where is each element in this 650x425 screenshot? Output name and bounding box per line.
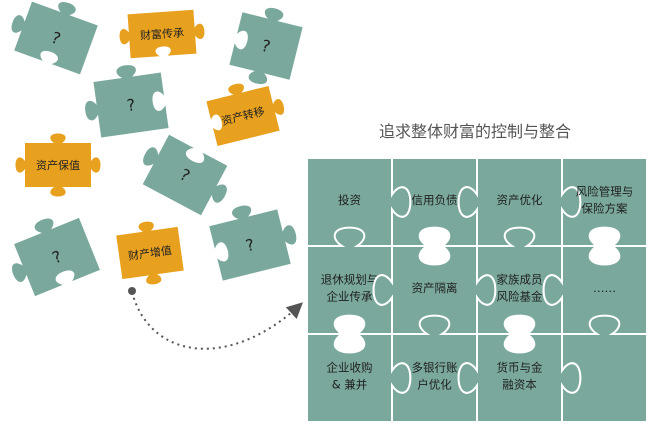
piece-label: 财富传承 xyxy=(140,25,185,42)
puzzle-piece-shape xyxy=(116,221,184,285)
grid-cell-r3-c1: 企业收购& 兼并 xyxy=(306,333,412,423)
scattered-piece-wealth-inheritance: 财富传承 xyxy=(119,9,205,59)
piece-label: 资产保值 xyxy=(36,158,80,172)
grid-cell-label: 企业收购& 兼并 xyxy=(327,361,373,392)
scattered-piece-q1: ? xyxy=(11,1,98,75)
scattered-piece-q4: ? xyxy=(142,134,228,216)
puzzle-piece-shape xyxy=(15,133,101,197)
grid-cell-label: 多银行账户优化 xyxy=(412,361,458,392)
puzzle-piece-shape xyxy=(206,83,285,147)
grid-cell-r2-c1: 退休规划与企业传承 xyxy=(306,226,393,335)
scattered-piece-asset-appreciation: 财产增值 xyxy=(116,221,184,285)
grid-cell-label: 资产隔离 xyxy=(412,281,458,295)
grid-cell-label: 风险管理与保险方案 xyxy=(576,185,634,216)
grid-cell-label: 家族成员风险基金 xyxy=(497,273,543,304)
grid-cell-label: 投资 xyxy=(338,193,361,207)
grid-cell-label: 资产优化 xyxy=(497,193,543,207)
question-mark-label: ? xyxy=(125,95,136,115)
grid-cell-label: 信用负债 xyxy=(412,193,458,207)
puzzle-piece-shape xyxy=(142,134,228,216)
grid-cell-r3-c4 xyxy=(561,314,648,423)
scattered-piece-q3: ? xyxy=(85,65,169,138)
scattered-piece-asset-transfer: 资产转移 xyxy=(206,83,285,147)
grid-cell-r2-c3: 家族成员风险基金 xyxy=(476,226,563,335)
puzzle-piece-shape xyxy=(119,9,205,59)
piece-label: 财产增值 xyxy=(127,243,173,263)
scattered-piece-asset-preservation: 资产保值 xyxy=(15,133,101,197)
diagram-title: 追求整体财富的控制与整合 xyxy=(379,122,571,141)
puzzle-piece-shape xyxy=(209,205,297,281)
puzzle-piece-shape xyxy=(11,217,100,297)
grid-cell-label: 退休规划与企业传承 xyxy=(321,273,379,304)
puzzle-piece-shape xyxy=(229,7,303,85)
curved-arrow xyxy=(131,291,303,350)
puzzle-piece-shape xyxy=(11,1,98,75)
grid-cell-r1-c4: 风险管理与保险方案 xyxy=(561,157,648,247)
puzzle-piece-shape xyxy=(561,314,648,423)
arrow-start-dot xyxy=(128,287,136,295)
grid-cell-label: …… xyxy=(593,281,616,295)
scattered-piece-q2: ? xyxy=(229,7,303,85)
puzzle-piece-shape xyxy=(85,65,169,138)
grid-cell-r3-c3: 货币与金融资本 xyxy=(457,333,582,423)
grid-cell-label: 货币与金融资本 xyxy=(497,361,543,392)
scattered-piece-q5: ? xyxy=(11,217,100,297)
scattered-piece-q6: ? xyxy=(209,205,297,281)
